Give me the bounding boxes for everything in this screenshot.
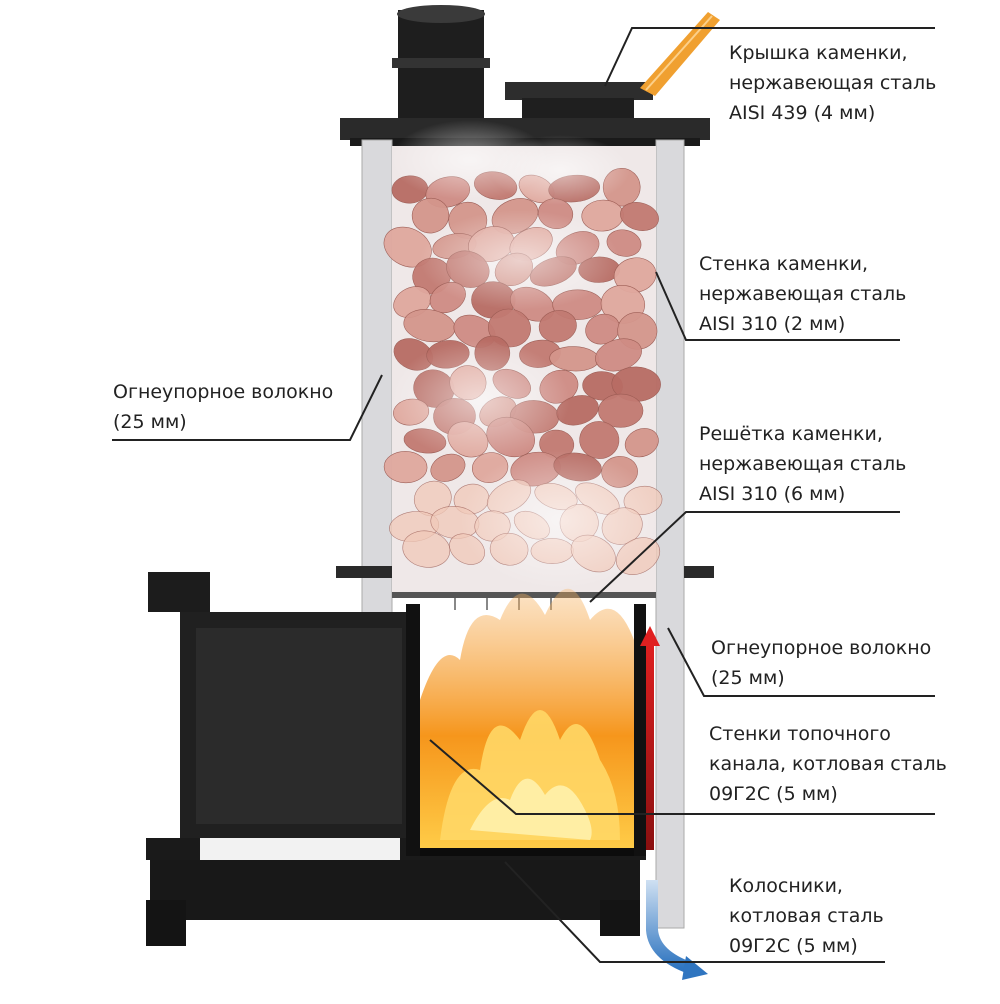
mid-flange-left — [336, 566, 392, 578]
label-fiber-right-line: Огнеупорное волокно — [711, 637, 932, 659]
flue-pipe — [392, 5, 490, 138]
label-wall-line: AISI 310 (2 мм) — [699, 313, 846, 335]
grate-bars — [420, 848, 634, 856]
label-grates-bottom-line: 09Г2С (5 мм) — [729, 935, 858, 957]
hot-air-arrow — [640, 626, 660, 850]
label-wall: Стенка каменки, нержавеющая сталь AISI 3… — [699, 249, 906, 339]
firebox-body — [146, 572, 646, 946]
label-wall-line: нержавеющая сталь — [699, 283, 907, 305]
leader-fiber-left — [112, 374, 383, 441]
steam — [390, 120, 660, 590]
leader-wall — [655, 271, 900, 341]
label-grates-bottom: Колосники, котловая сталь 09Г2С (5 мм) — [729, 871, 884, 961]
mid-flange-right — [684, 566, 714, 578]
stone — [620, 202, 659, 231]
label-fiber-right: Огнеупорное волокно (25 мм) — [711, 633, 931, 693]
leader-grates-bottom — [504, 861, 885, 963]
label-lid-line: нержавеющая сталь — [729, 72, 937, 94]
poker-handle — [640, 12, 720, 96]
label-channel: Стенки топочного канала, котловая сталь … — [709, 719, 947, 809]
stone — [538, 310, 577, 343]
label-grate-line: AISI 310 (6 мм) — [699, 483, 846, 505]
label-fiber-left: Огнеупорное волокно (25 мм) — [113, 377, 333, 437]
fire-channel-wall-left — [406, 604, 420, 856]
fire-channel-wall-right — [634, 604, 646, 856]
stone — [624, 428, 659, 458]
leader-fiber-right — [667, 627, 935, 697]
label-grates-bottom-line: котловая сталь — [729, 905, 884, 927]
label-fiber-right-line: (25 мм) — [711, 667, 785, 689]
label-channel-line: канала, котловая сталь — [709, 753, 947, 775]
stone — [383, 451, 428, 484]
label-fiber-left-line: (25 мм) — [113, 411, 187, 433]
label-grates-bottom-line: Колосники, — [729, 875, 843, 897]
label-fiber-left-line: Огнеупорное волокно — [113, 381, 334, 403]
stone — [402, 530, 451, 568]
label-grate: Решётка каменки, нержавеющая сталь AISI … — [699, 419, 906, 509]
stone — [411, 197, 450, 234]
label-lid-line: Крышка каменки, — [729, 42, 908, 64]
leader-channel — [429, 739, 935, 815]
label-lid-line: AISI 439 (4 мм) — [729, 102, 876, 124]
stone — [430, 453, 466, 482]
label-grate-line: Решётка каменки, — [699, 423, 883, 445]
leader-grate — [589, 511, 900, 603]
label-grate-line: нержавеющая сталь — [699, 453, 907, 475]
label-wall-line: Стенка каменки, — [699, 253, 869, 275]
leader-lines — [112, 27, 935, 963]
leader-lid — [604, 27, 935, 87]
fiber-insulation-right — [655, 139, 685, 929]
label-channel-line: 09Г2С (5 мм) — [709, 783, 838, 805]
flames — [420, 588, 634, 856]
label-channel-line: Стенки топочного — [709, 723, 891, 745]
label-lid: Крышка каменки, нержавеющая сталь AISI 4… — [729, 38, 936, 128]
fiber-insulation-left — [361, 139, 393, 617]
stone — [598, 393, 644, 428]
